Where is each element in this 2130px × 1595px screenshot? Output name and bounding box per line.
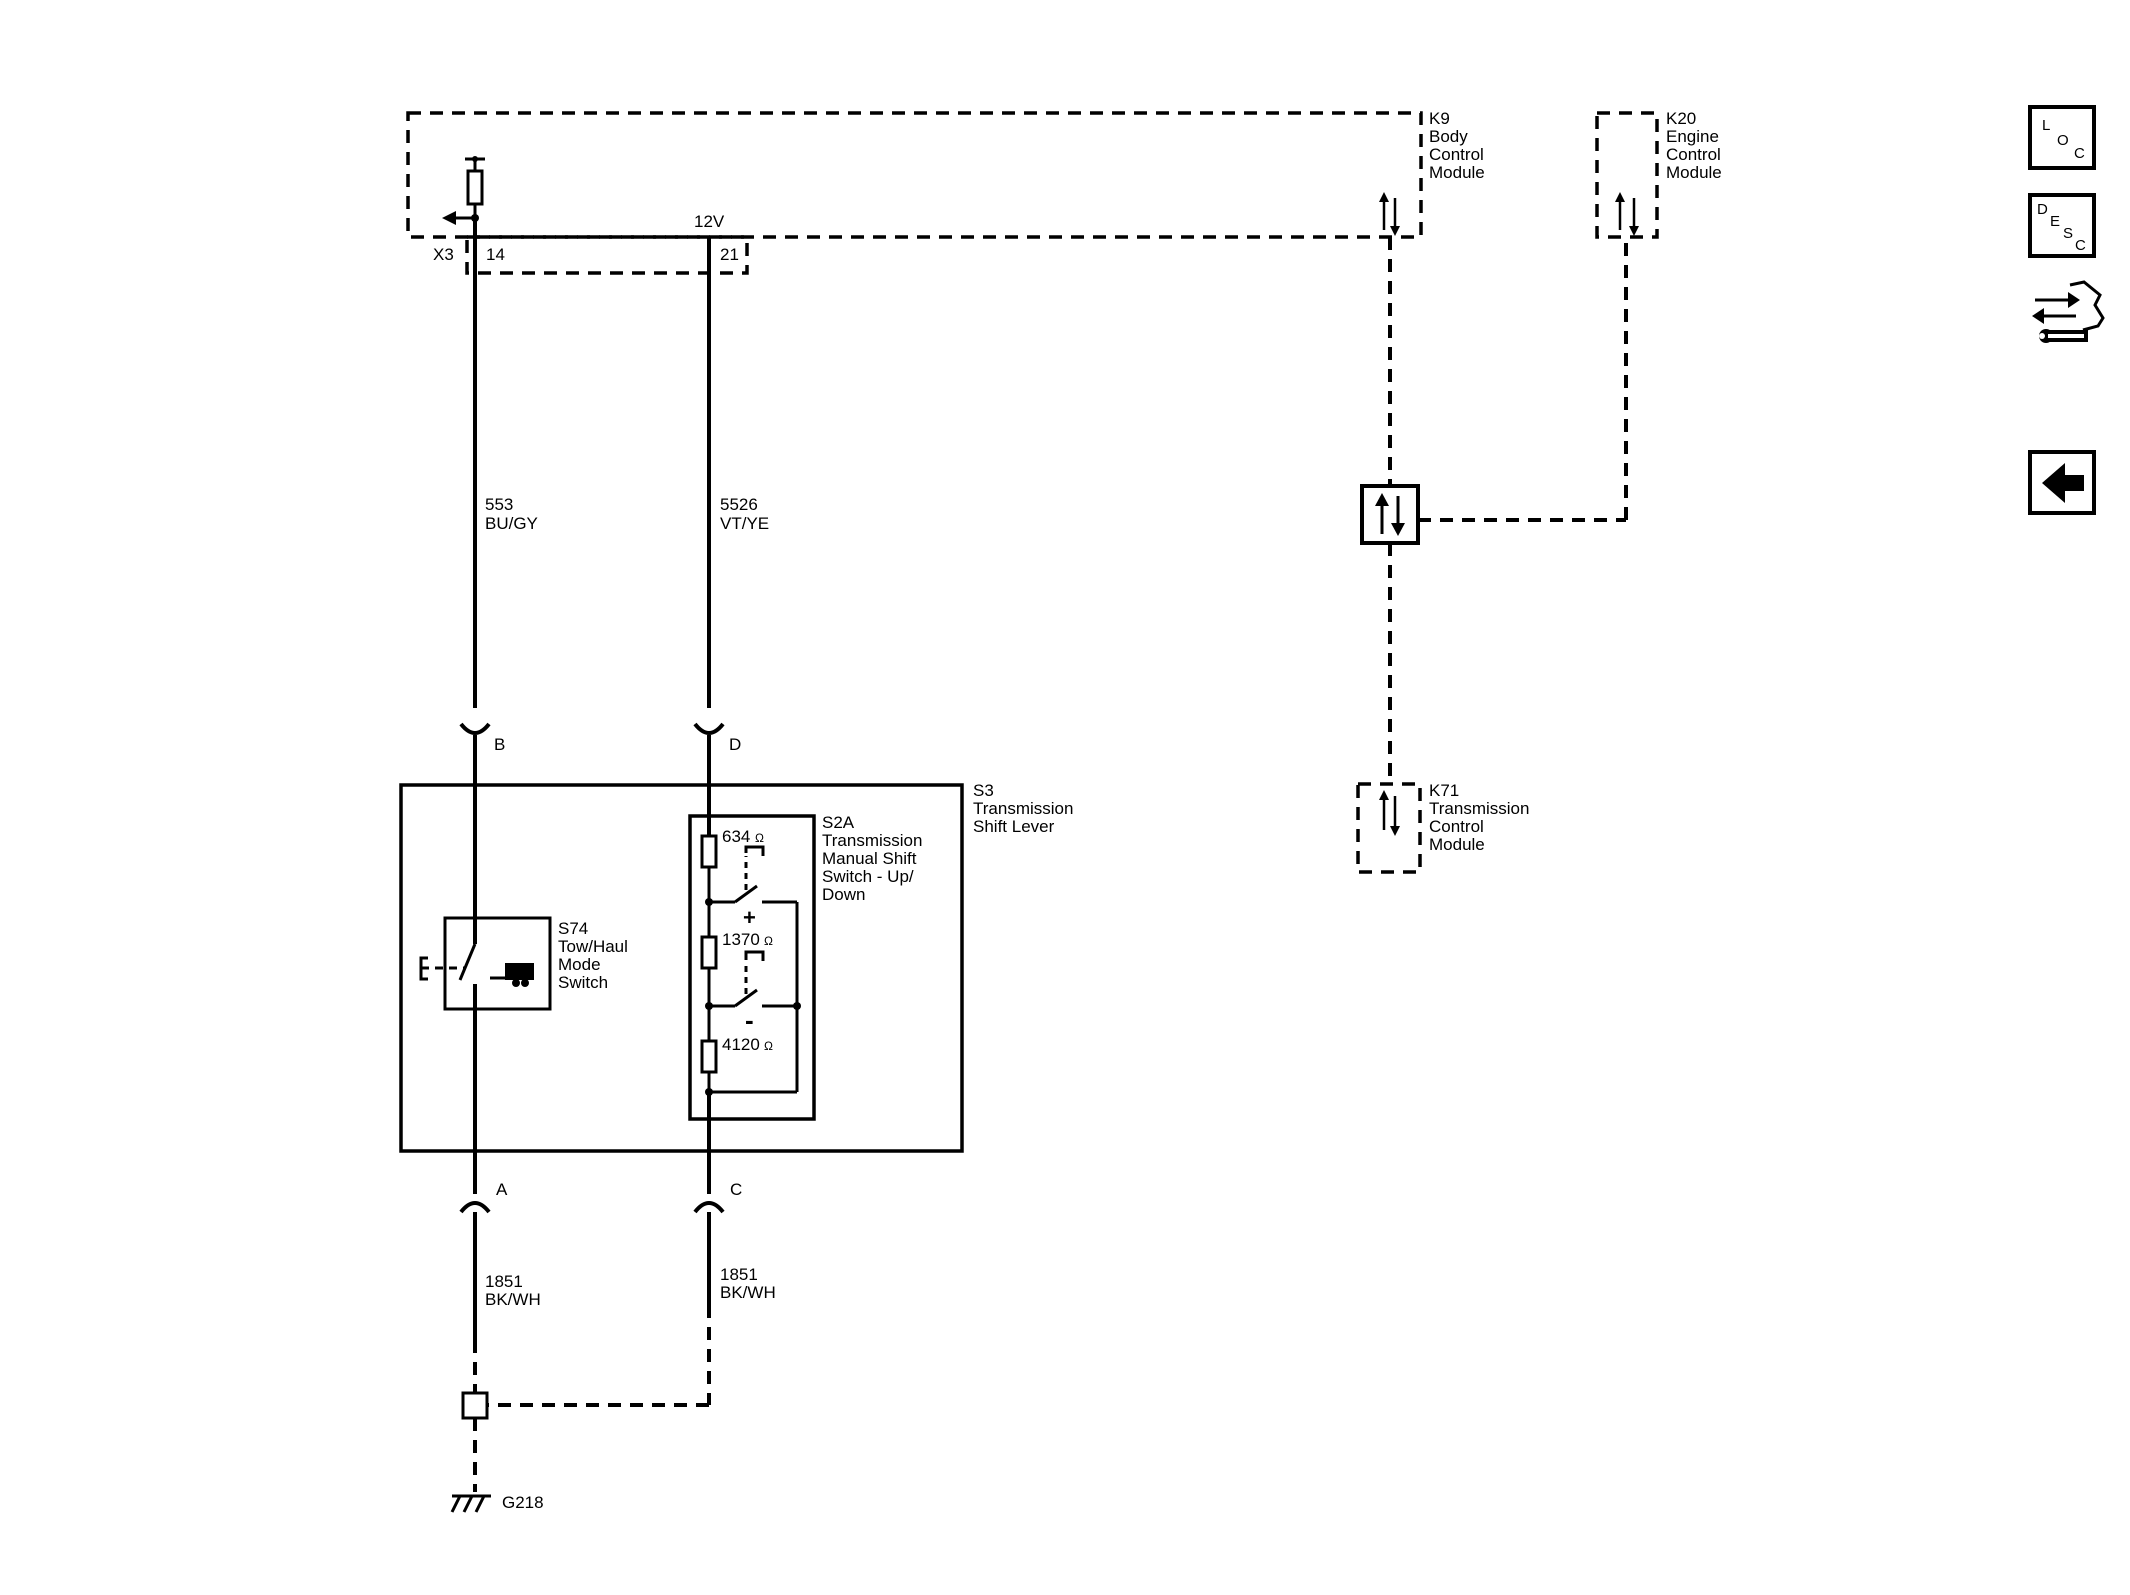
wire-553-number: 553 — [485, 495, 513, 514]
s74-name-line-3: Switch — [558, 973, 608, 992]
pin-d-connector: D — [693, 722, 741, 754]
k71-transmission-control-module[interactable]: K71 Transmission Control Module — [1356, 781, 1529, 874]
loc-letter-l: L — [2042, 117, 2050, 134]
k71-serial-data-icon — [1379, 790, 1400, 836]
k9-serial-data-icon — [1379, 192, 1400, 236]
s74-tow-haul-mode-switch[interactable]: S74 Tow/Haul Mode Switch — [419, 916, 628, 1011]
pin-a-label: A — [496, 1180, 508, 1199]
k20-name-line-3: Module — [1666, 163, 1722, 182]
back-button[interactable] — [2028, 450, 2096, 515]
pin-a-connector: A — [459, 1180, 508, 1214]
wire-1851-right-number: 1851 — [720, 1265, 758, 1284]
k9-name-line-1: Body — [1429, 127, 1468, 146]
location-button[interactable]: L O C — [2028, 105, 2096, 170]
pin-b-label: B — [494, 735, 505, 754]
desc-letter-s: S — [2063, 225, 2073, 242]
s74-name-line-2: Mode — [558, 955, 601, 974]
s2a-id: S2A — [822, 813, 855, 832]
k71-name-line-1: Transmission — [1429, 799, 1529, 818]
pin-c-connector: C — [693, 1180, 742, 1214]
switch-plus-sign: + — [743, 905, 756, 930]
diagnostic-connector-button[interactable] — [2032, 280, 2105, 343]
k9-id: K9 — [1429, 109, 1450, 128]
connector-pin-21: 21 — [720, 245, 739, 264]
resistor-1370-value: 1370 — [722, 930, 760, 949]
s74-name-line-1: Tow/Haul — [558, 937, 628, 956]
serial-data-junction-icon — [1360, 484, 1420, 545]
wire-1851-left[interactable]: 1851 BK/WH — [473, 1212, 541, 1393]
back-arrow-icon — [2042, 463, 2084, 503]
s3-id: S3 — [973, 781, 994, 800]
wire-553-color: BU/GY — [485, 514, 538, 533]
desc-letter-c: C — [2075, 237, 2086, 254]
s2a-name-line-2: Manual Shift — [822, 849, 917, 868]
k20-name-line-1: Engine — [1666, 127, 1719, 146]
ohm-symbol-3: Ω — [764, 1039, 773, 1053]
resistor-4120 — [700, 1039, 718, 1074]
k71-id: K71 — [1429, 781, 1459, 800]
s3-transmission-shift-lever[interactable]: S3 Transmission Shift Lever — [399, 781, 1073, 1153]
k9-body-control-module[interactable]: K9 Body Control Module — [406, 109, 1485, 239]
loc-letter-c: C — [2074, 145, 2085, 162]
resistor-4120-value: 4120 — [722, 1035, 760, 1054]
wire-5526-color: VT/YE — [720, 514, 769, 533]
s2a-name-line-1: Transmission — [822, 831, 922, 850]
pin-c-label: C — [730, 1180, 742, 1199]
k9-pullup-resistor — [442, 156, 485, 225]
k71-name-line-2: Control — [1429, 817, 1484, 836]
wire-1851-left-color: BK/WH — [485, 1290, 541, 1309]
wire-5526-number: 5526 — [720, 495, 758, 514]
wire-5526[interactable]: 5526 VT/YE — [707, 237, 769, 708]
k20-name-line-2: Control — [1666, 145, 1721, 164]
description-button[interactable]: D E S C — [2028, 193, 2096, 258]
k9-name-line-2: Control — [1429, 145, 1484, 164]
trailer-icon — [490, 963, 534, 987]
connector-pin-14: 14 — [486, 245, 505, 264]
ground-id: G218 — [502, 1493, 544, 1512]
s74-id: S74 — [558, 919, 588, 938]
wire-1851-right[interactable]: 1851 BK/WH — [488, 1212, 776, 1407]
x3-connector: X3 14 21 12V — [433, 212, 749, 275]
connector-id: X3 — [433, 245, 454, 264]
k20-id: K20 — [1666, 109, 1696, 128]
wire-1851-left-number: 1851 — [485, 1272, 523, 1291]
switch-minus-sign: - — [745, 1005, 754, 1035]
s3-name-line-2: Shift Lever — [973, 817, 1055, 836]
ground-g218[interactable]: G218 — [450, 1493, 544, 1513]
s2a-name-line-3: Switch - Up/ — [822, 867, 914, 886]
resistor-1370 — [700, 935, 718, 970]
k71-name-line-3: Module — [1429, 835, 1485, 854]
desc-letter-e: E — [2050, 213, 2060, 230]
k20-serial-data-icon — [1615, 192, 1639, 236]
s2a-name-line-4: Down — [822, 885, 865, 904]
voltage-label: 12V — [694, 212, 725, 231]
desc-letter-d: D — [2037, 201, 2048, 218]
ohm-symbol-2: Ω — [764, 934, 773, 948]
diagnostic-wrench-icon — [2032, 280, 2105, 343]
resistor-634-value: 634 — [722, 827, 750, 846]
ground-splice — [461, 1391, 489, 1492]
loc-letter-o: O — [2057, 132, 2069, 149]
serial-data-bus — [1360, 237, 1628, 784]
pin-b-connector: B — [459, 722, 505, 754]
k9-name-line-3: Module — [1429, 163, 1485, 182]
s3-name-line-1: Transmission — [973, 799, 1073, 818]
ohm-symbol-1: Ω — [755, 831, 764, 845]
wire-1851-right-color: BK/WH — [720, 1283, 776, 1302]
wire-553[interactable]: 553 BU/GY — [473, 218, 538, 708]
resistor-634 — [700, 834, 718, 869]
pin-d-label: D — [729, 735, 741, 754]
k20-engine-control-module[interactable]: K20 Engine Control Module — [1595, 109, 1722, 239]
s2a-manual-shift-switch[interactable]: S2A Transmission Manual Shift Switch - U… — [688, 813, 922, 1121]
